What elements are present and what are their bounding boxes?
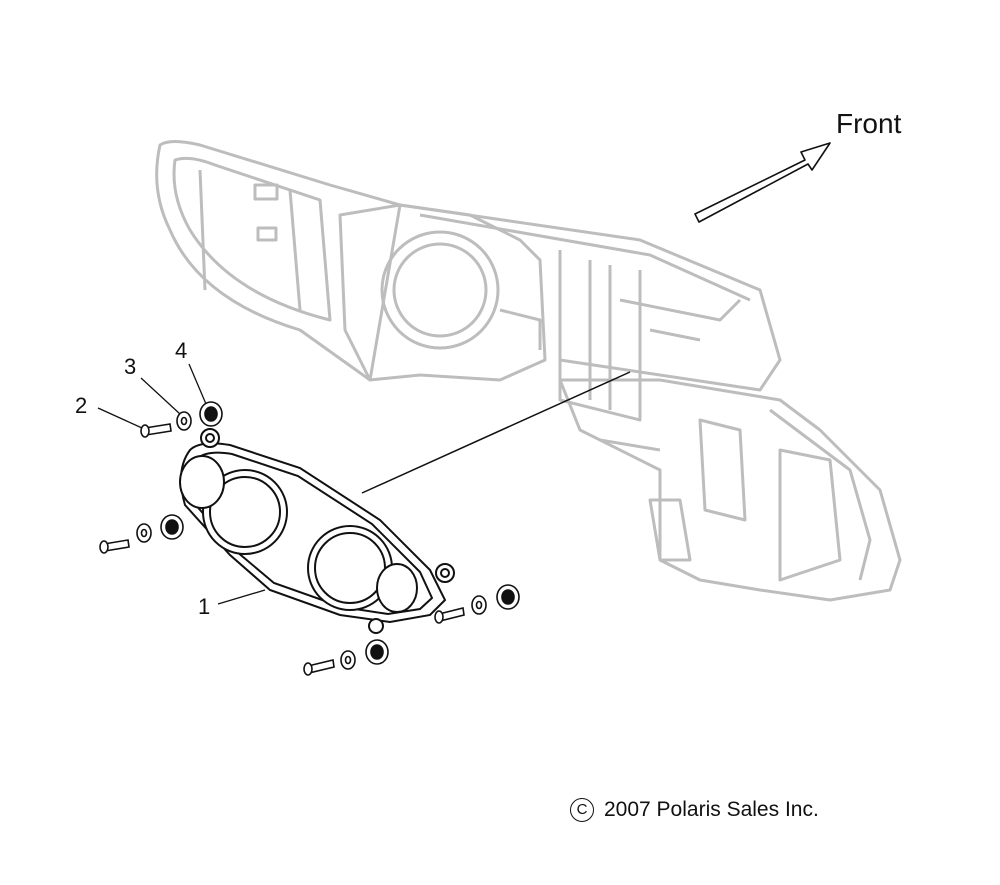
leader-1	[217, 589, 266, 605]
front-arrow	[694, 142, 831, 223]
callout-3: 3	[124, 354, 137, 379]
leader-4	[188, 363, 207, 405]
leader-3	[140, 377, 181, 415]
front-label: Front	[836, 108, 902, 139]
instrument-cluster	[179, 428, 455, 634]
fastener-set-top	[140, 401, 223, 438]
copyright-text: 2007 Polaris Sales Inc.	[604, 798, 819, 821]
washer	[176, 411, 192, 431]
copyright-symbol: C	[570, 798, 594, 822]
fastener-set-left	[99, 514, 184, 554]
callout-4: 4	[175, 338, 188, 363]
callout-2: 2	[75, 393, 88, 418]
fastener-set-right	[434, 584, 520, 624]
dash-frame-ghost	[155, 140, 902, 602]
copyright: C 2007 Polaris Sales Inc.	[570, 798, 819, 822]
screw	[140, 423, 172, 438]
callout-leaders	[97, 363, 266, 605]
grommet	[199, 401, 223, 427]
fastener-set-bottom	[303, 639, 389, 676]
callout-1: 1	[198, 594, 211, 619]
leader-2	[97, 407, 143, 429]
leader-line-cluster-to-dash	[361, 371, 631, 494]
